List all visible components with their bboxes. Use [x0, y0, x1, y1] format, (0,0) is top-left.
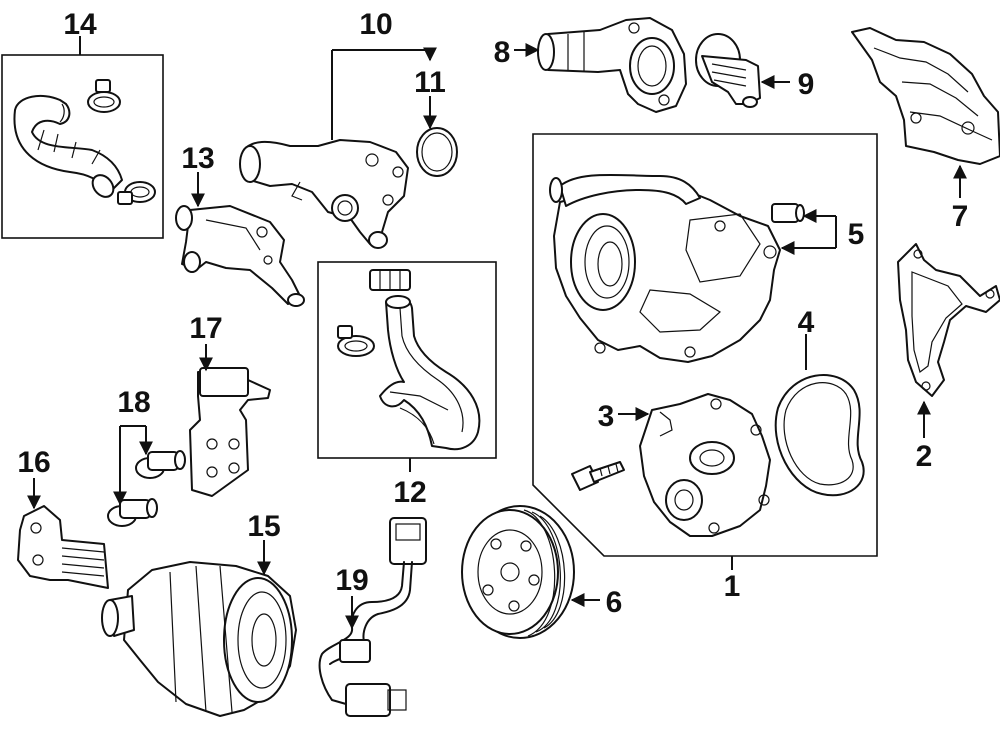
hose-kit-box-14	[1, 54, 164, 239]
callout-12: 12	[393, 476, 426, 509]
bypass-hose-part-12[interactable]	[379, 295, 481, 451]
callout-11: 11	[414, 66, 446, 99]
auxiliary-pump-part-15[interactable]	[101, 561, 297, 717]
thermostat-housing-part-10[interactable]	[239, 139, 409, 249]
water-outlet-part-13[interactable]	[175, 205, 305, 307]
callout-3: 3	[598, 400, 615, 433]
callout-14: 14	[63, 8, 97, 41]
callout-10: 10	[359, 8, 392, 41]
bracket-part-17[interactable]	[189, 367, 271, 497]
pump-pulley-part-6[interactable]	[461, 505, 575, 639]
thermostat-cover-part-8[interactable]	[537, 17, 687, 113]
callout-13: 13	[181, 142, 214, 175]
callout-18: 18	[117, 386, 150, 419]
hose-clamp-upper-part-12[interactable]	[369, 269, 411, 291]
water-pump-housing-part-5[interactable]	[549, 173, 781, 363]
wiring-harness-part-19[interactable]	[318, 517, 427, 717]
callout-8: 8	[494, 36, 511, 69]
gasket-part-2[interactable]	[897, 243, 1000, 397]
valve-lower-part-18[interactable]	[107, 498, 158, 527]
mount-bracket-part-16[interactable]	[17, 505, 109, 589]
callout-15: 15	[247, 510, 280, 543]
temperature-sensor-part-5[interactable]	[771, 203, 805, 223]
callout-5: 5	[848, 218, 865, 251]
callout-19: 19	[335, 564, 368, 597]
callout-17: 17	[189, 312, 222, 345]
callout-16: 16	[17, 446, 50, 479]
hose-clamp-lower-part-14[interactable]	[117, 181, 156, 205]
hose-clamp-upper-part-14[interactable]	[87, 79, 121, 113]
thermostat-part-9[interactable]	[695, 33, 761, 108]
heat-shield-part-7[interactable]	[851, 27, 1000, 165]
water-pump-part-3[interactable]	[639, 393, 771, 537]
radiator-hose-part-14[interactable]	[13, 94, 123, 201]
water-pump-assembly-box-1	[532, 133, 878, 557]
callout-7: 7	[952, 200, 969, 233]
leader-10	[331, 50, 430, 140]
callout-6: 6	[606, 586, 623, 619]
callout-9: 9	[798, 68, 815, 101]
o-ring-part-11[interactable]	[416, 127, 458, 177]
callout-2: 2	[916, 440, 933, 473]
hose-kit-box-12	[317, 261, 497, 459]
hose-clamp-lower-part-12[interactable]	[337, 325, 375, 357]
pump-gasket-part-4[interactable]	[774, 374, 865, 497]
valve-upper-part-18[interactable]	[135, 450, 186, 479]
callout-1: 1	[724, 570, 741, 603]
callout-4: 4	[798, 306, 815, 339]
bolt-part-3[interactable]	[571, 461, 625, 491]
